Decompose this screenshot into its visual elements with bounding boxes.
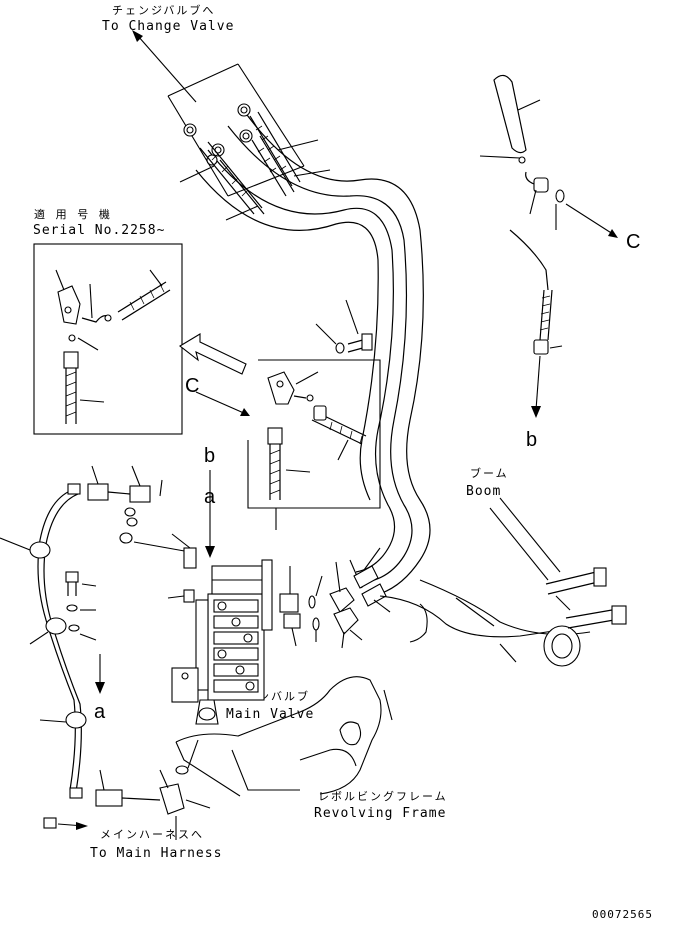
detail-c-box — [195, 359, 381, 530]
boom-bolts — [545, 567, 627, 629]
change-valve-label-en: To Change Valve — [102, 19, 234, 34]
main-valve-label-en: Main Valve — [226, 707, 314, 722]
hose-bundle-frame — [167, 63, 305, 197]
revolving-frame-label-jp: レボルビングフレーム — [318, 789, 448, 803]
main-valve-assembly — [171, 559, 273, 725]
hose-ends-near-valve — [353, 547, 391, 613]
upper-right-hose-detail — [479, 74, 618, 418]
serial-label-jp: 適 用 号 機 — [34, 207, 112, 221]
callout-c-upper-right: C — [626, 231, 640, 253]
inset-pointer-arrow — [179, 333, 247, 375]
main-harness-label-jp: メインハーネスへ — [100, 828, 204, 841]
upper-left-connectors — [87, 465, 215, 603]
callout-c-detail: C — [185, 375, 199, 397]
callout-b-center: b — [204, 445, 215, 467]
boom-label-en: Boom — [466, 484, 501, 499]
bundle-leaders — [179, 139, 331, 221]
bolt-washer-top — [315, 299, 373, 354]
serial-inset-box — [33, 243, 183, 435]
change-valve-arrow — [132, 30, 197, 103]
valve-side-fittings — [279, 559, 363, 649]
serial-label-en: Serial No.2258~ — [33, 223, 165, 238]
boom-label-jp: ブーム — [470, 466, 509, 480]
revolving-frame-label-en: Revolving Frame — [314, 806, 446, 821]
revolving-frame — [175, 676, 393, 797]
bottom-harness-connectors — [43, 739, 211, 840]
left-harness — [0, 483, 105, 799]
hatched-hose-segments — [199, 111, 301, 215]
boom-structure — [379, 497, 591, 667]
main-harness-label-en: To Main Harness — [90, 846, 222, 861]
callout-a-left: a — [94, 701, 106, 723]
change-valve-label-jp: チェンジバルブへ — [112, 3, 215, 17]
main-hose-routing — [195, 107, 431, 597]
callout-b-right: b — [526, 429, 537, 451]
left-bolts — [65, 571, 97, 641]
drawing-number: 00072565 — [592, 908, 653, 921]
bundle-fittings — [183, 103, 253, 166]
